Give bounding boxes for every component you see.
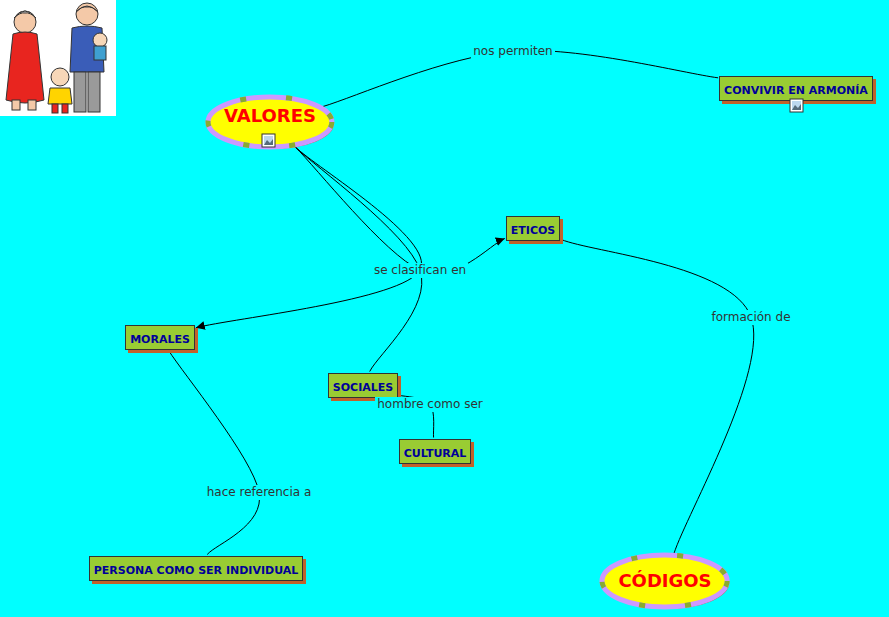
concept-box: CONVIVIR EN ARMONÍA xyxy=(719,76,873,101)
concept-text: SOCIALES xyxy=(333,381,393,395)
concept-text: VALORES xyxy=(224,105,316,127)
concept-box: ETICOS xyxy=(506,216,560,241)
concept-box: MORALES xyxy=(125,325,195,350)
link-line xyxy=(196,147,422,328)
link-line xyxy=(295,147,505,274)
family-illustration xyxy=(0,0,120,120)
link-line xyxy=(295,147,422,372)
concept-oval: VALORES xyxy=(204,93,336,151)
link-line xyxy=(169,351,260,555)
concept-box: CULTURAL xyxy=(399,439,472,464)
image-icon xyxy=(262,134,275,147)
concept-text: ETICOS xyxy=(511,224,555,238)
link-line xyxy=(561,240,754,554)
linking-phrase: formación de xyxy=(709,310,792,325)
concept-box: SOCIALES xyxy=(328,373,398,398)
linking-phrase: hace referencia a xyxy=(205,485,314,500)
linking-phrase: nos permiten xyxy=(471,44,554,59)
link-line xyxy=(323,50,719,106)
concept-box: PERSONA COMO SER INDIVIDUAL xyxy=(89,556,304,581)
concept-oval: CÓDIGOS xyxy=(598,551,731,611)
image-icon xyxy=(790,99,803,112)
concept-text: MORALES xyxy=(130,333,190,347)
linking-phrase: se clasifican en xyxy=(372,263,468,278)
linking-phrase: hombre como ser xyxy=(375,397,484,412)
concept-text: CÓDIGOS xyxy=(618,570,711,592)
concept-text: CULTURAL xyxy=(404,447,467,461)
concept-text: PERSONA COMO SER INDIVIDUAL xyxy=(94,564,299,578)
concept-text: CONVIVIR EN ARMONÍA xyxy=(724,84,868,98)
